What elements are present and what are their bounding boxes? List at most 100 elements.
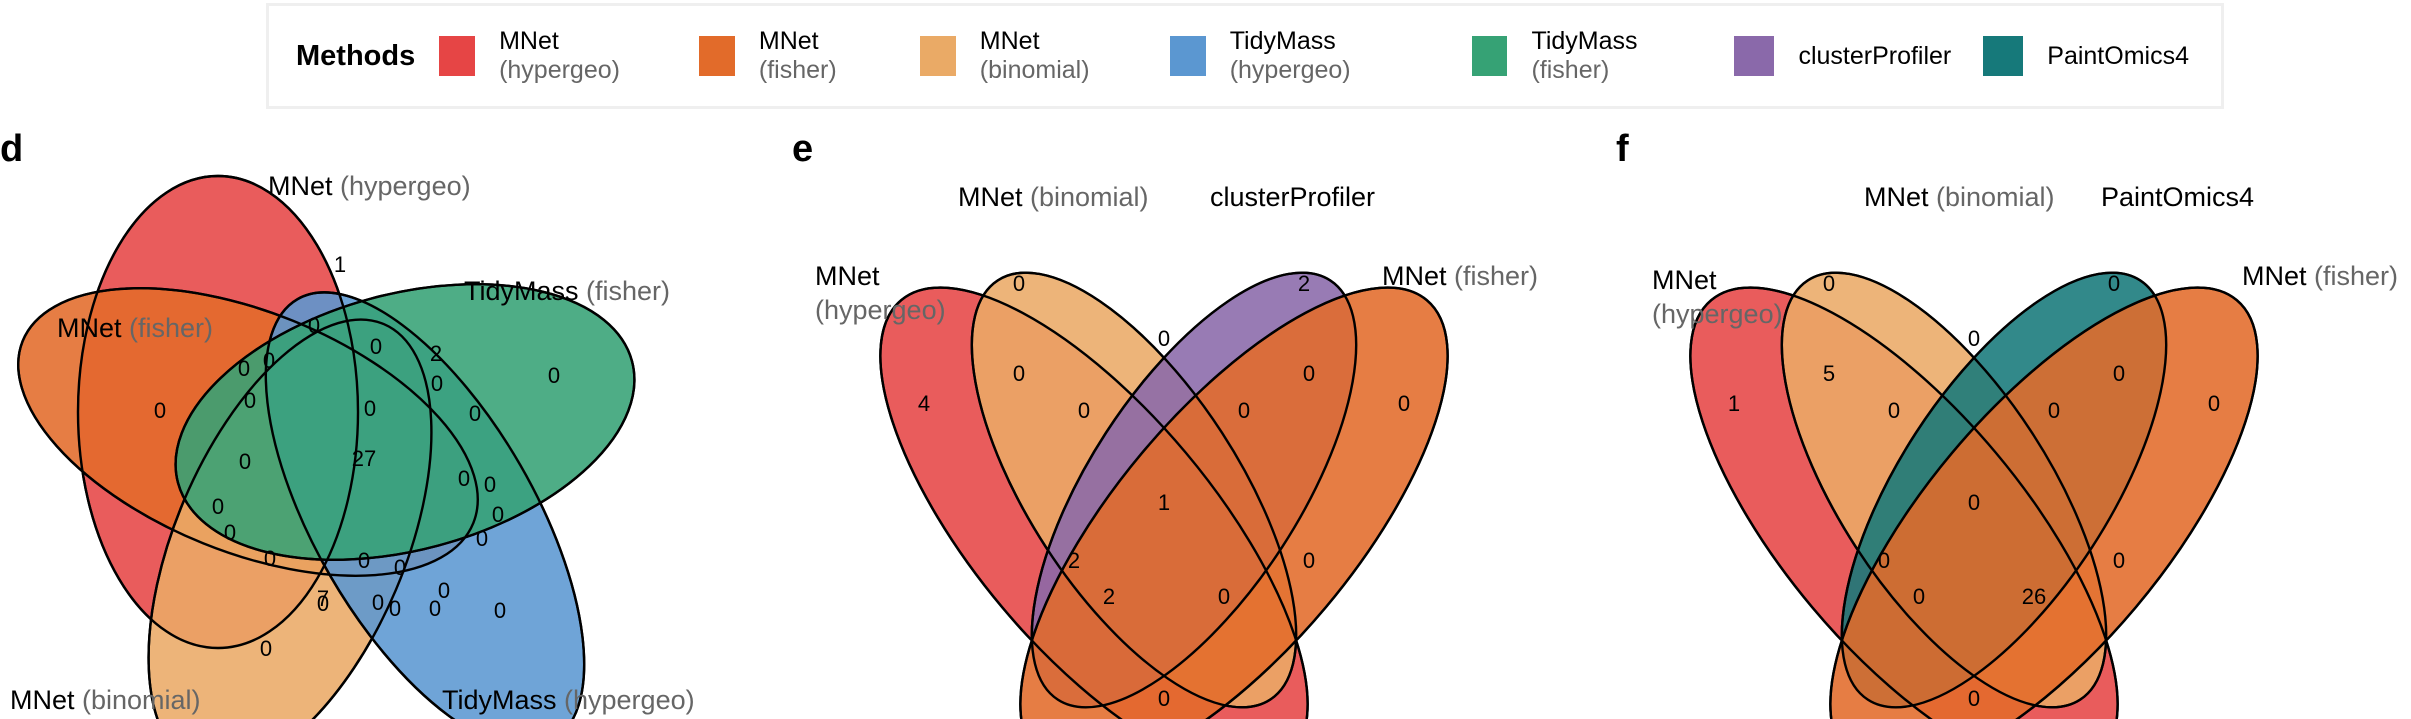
set-outline — [17, 287, 479, 577]
region-count: 0 — [394, 555, 406, 580]
set-label-2: MNet (binomial) — [1864, 182, 2055, 212]
venn-d-sets — [17, 174, 636, 719]
region-count: 4 — [918, 391, 930, 416]
region-count: 0 — [429, 596, 441, 621]
region-count: 0 — [2113, 548, 2125, 573]
region-count: 0 — [263, 348, 275, 373]
set-outline — [264, 291, 586, 719]
region-count: 2 — [1103, 584, 1115, 609]
region-count: 0 — [1158, 686, 1170, 711]
region-count: 5 — [1823, 361, 1835, 386]
legend: Methods MNet (hypergeo) MNet (fisher) MN… — [266, 3, 2224, 109]
legend-item: clusterProfiler — [1734, 36, 1951, 76]
legend-swatch — [1169, 36, 1206, 76]
legend-swatch — [1983, 36, 2024, 76]
legend-item: TidyMass (hypergeo) — [1169, 27, 1440, 85]
legend-title: Methods — [296, 39, 416, 72]
set-outline — [76, 174, 360, 650]
set-outline — [1030, 271, 1358, 709]
set-label-tidymass-fisher: TidyMass (fisher) — [464, 276, 670, 306]
set-outline — [879, 286, 1309, 719]
region-count: 0 — [494, 598, 506, 623]
legend-swatch — [1734, 36, 1775, 76]
region-count: 0 — [484, 472, 496, 497]
region-count: 0 — [1218, 584, 1230, 609]
set-label-mnet-binomial: MNet (binomial) — [10, 685, 201, 715]
region-count: 2 — [430, 341, 442, 366]
region-count: 0 — [364, 396, 376, 421]
legend-item: MNet (hypergeo) — [439, 27, 667, 85]
region-count: 0 — [438, 578, 450, 603]
region-count: 0 — [1888, 398, 1900, 423]
region-count: 0 — [1398, 391, 1410, 416]
region-count: 0 — [1303, 548, 1315, 573]
set-label-3: clusterProfiler — [1210, 182, 1375, 212]
region-count: 0 — [1968, 326, 1980, 351]
region-count: 0 — [1968, 490, 1980, 515]
region-count: 0 — [244, 388, 256, 413]
set-label-3: PaintOmics4 — [2101, 182, 2254, 212]
region-count: 0 — [2113, 361, 2125, 386]
venn-panel-f: MNet(hypergeo) MNet (binomial) PaintOmics4… — [1652, 182, 2398, 719]
region-count: 0 — [1013, 271, 1025, 296]
region-count: 2 — [1068, 548, 1080, 573]
region-count: 0 — [2208, 391, 2220, 416]
region-count: 0 — [358, 548, 370, 573]
set-label-2: MNet (binomial) — [958, 182, 1149, 212]
region-count: 0 — [1013, 361, 1025, 386]
region-count: 0 — [238, 356, 250, 381]
legend-swatch — [919, 36, 956, 76]
region-count: 0 — [212, 494, 224, 519]
set-outline — [1019, 286, 1449, 719]
set-label-mnet-fisher: MNet (fisher) — [57, 313, 213, 343]
legend-item: PaintOmics4 — [1983, 36, 2189, 76]
region-count: 0 — [469, 401, 481, 426]
set-outline — [970, 271, 1298, 709]
set-label-1: MNet(hypergeo) — [815, 261, 946, 325]
panel-label-e: e — [792, 128, 814, 170]
legend-swatch — [439, 36, 476, 76]
region-count: 0 — [476, 526, 488, 551]
venn-e-sets — [879, 271, 1449, 719]
region-count: 0 — [1913, 584, 1925, 609]
panel-label-d: d — [0, 128, 24, 170]
set-label-mnet-hypergeo: MNet (hypergeo) — [268, 171, 471, 201]
region-count: 0 — [458, 466, 470, 491]
region-count: 0 — [154, 398, 166, 423]
region-count: 0 — [1158, 326, 1170, 351]
venn-panel-d: MNet (hypergeo) TidyMass (fisher) MNet (fi… — [10, 171, 695, 719]
region-count: 0 — [389, 596, 401, 621]
region-count: 1 — [1158, 490, 1170, 515]
region-count: 0 — [431, 371, 443, 396]
region-count: 0 — [1878, 548, 1890, 573]
legend-item: TidyMass (fisher) — [1471, 27, 1703, 85]
set-label-1: MNet(hypergeo) — [1652, 265, 1783, 329]
legend-swatch — [699, 36, 735, 76]
set-outline — [1780, 271, 2108, 709]
region-count: 0 — [1238, 398, 1250, 423]
venn-panel-e: MNet(hypergeo) MNet (binomial) clusterProf… — [815, 182, 1538, 719]
region-count: 0 — [1078, 398, 1090, 423]
region-count: 0 — [308, 313, 320, 338]
set-label-4: MNet (fisher) — [2242, 261, 2398, 291]
region-count: 2 — [1298, 271, 1310, 296]
legend-item: MNet (fisher) — [699, 27, 888, 85]
set-outline — [1689, 286, 2119, 719]
region-count: 0 — [224, 520, 236, 545]
region-count: 0 — [317, 591, 329, 616]
region-count: 0 — [264, 546, 276, 571]
region-count: 0 — [2108, 271, 2120, 296]
region-count: 0 — [1968, 686, 1980, 711]
set-label-4: MNet (fisher) — [1382, 261, 1538, 291]
region-count: 27 — [352, 446, 376, 471]
set-outline — [174, 283, 636, 561]
legend-swatch — [1471, 36, 1508, 76]
panel-label-f: f — [1616, 128, 1629, 170]
region-count: 0 — [1303, 361, 1315, 386]
region-count: 0 — [370, 334, 382, 359]
venn-f-sets — [1689, 271, 2259, 719]
legend-item: MNet (binomial) — [919, 27, 1138, 85]
region-count: 0 — [492, 502, 504, 527]
region-count: 7 — [317, 586, 329, 611]
